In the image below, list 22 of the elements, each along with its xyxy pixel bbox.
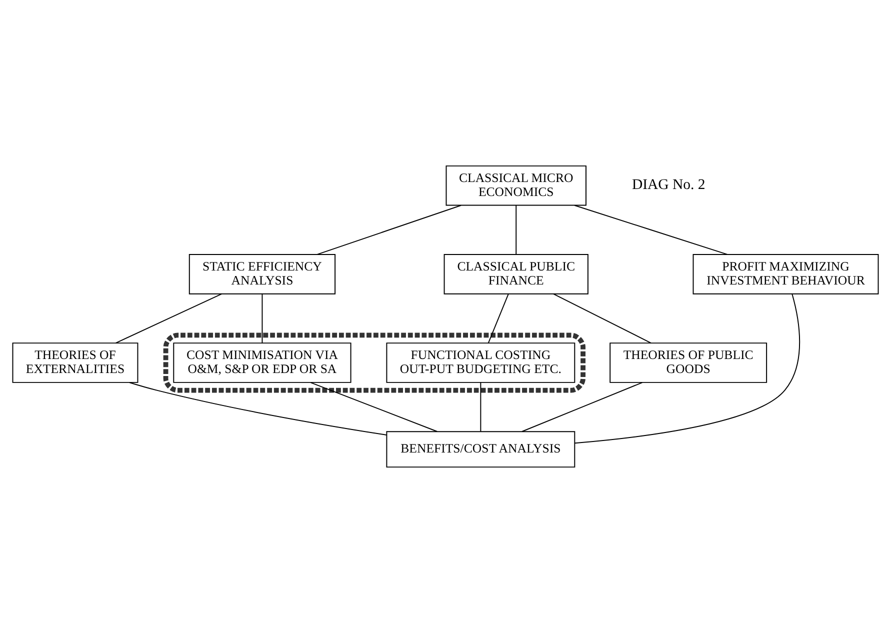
connector (310, 382, 438, 432)
node-box: THEORIES OF EXTERNALITIES (12, 342, 138, 383)
node-box: THEORIES OF PUBLIC GOODS (610, 342, 768, 383)
connector (480, 382, 482, 432)
connector (574, 293, 800, 444)
node-box: COST MINIMISATION VIA O&M, S&P OR EDP OR SA (173, 342, 352, 383)
node-box: BENEFITS/COST ANALYSIS (386, 431, 576, 468)
cluster (163, 332, 586, 393)
node-box: PROFIT MAXIMIZING INVESTMENT BEHAVIOUR (692, 254, 879, 294)
connector (128, 382, 387, 436)
connector (552, 293, 652, 344)
connector (516, 204, 517, 255)
node-box: STATIC EFFICIENCY ANALYSIS (188, 254, 336, 294)
connector (522, 382, 643, 432)
node-box: FUNCTIONAL COSTING OUT-PUT BUDGETING ETC. (386, 342, 576, 383)
label: DIAG No. 2 (632, 177, 706, 194)
connector (574, 204, 728, 255)
connector (262, 293, 263, 344)
node-box: CLASSICAL MICRO ECONOMICS (446, 165, 586, 206)
connector (316, 204, 462, 255)
node-box: CLASSICAL PUBLIC FINANCE (444, 254, 588, 294)
connector (115, 293, 222, 344)
